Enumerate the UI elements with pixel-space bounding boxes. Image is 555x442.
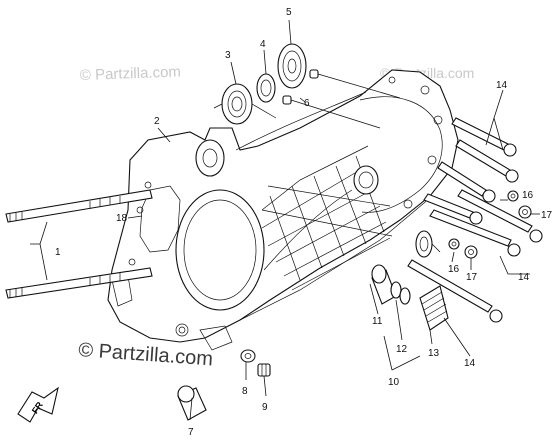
- callout-13: 13: [428, 348, 440, 359]
- dowel-pins-6: [282, 69, 401, 129]
- front-direction-badge: FR: [17, 386, 59, 423]
- washer-bolts-16-17: [448, 190, 532, 259]
- bearing-5: [277, 43, 307, 89]
- callout-6: 6: [304, 98, 310, 109]
- part-7-bushing: [177, 385, 207, 421]
- callout-4: 4: [260, 39, 266, 50]
- part-8-washer: [240, 349, 256, 363]
- oil-seal: [415, 230, 441, 258]
- watermark-bottom: © Partzilla.com: [78, 339, 214, 370]
- bearing-3: [213, 83, 277, 125]
- callout-18: 18: [116, 213, 128, 224]
- callout-14-bottom: 14: [464, 358, 476, 369]
- callout-labels: 1 2 3 4 5 6 7 8 9 10 11 12 13 14 14 14 1…: [55, 7, 553, 438]
- callout-16-lower: 16: [448, 264, 460, 275]
- part-11-sleeve: [371, 264, 397, 305]
- callout-5: 5: [286, 7, 292, 18]
- callout-9: 9: [262, 402, 268, 413]
- callout-2: 2: [154, 116, 160, 127]
- callout-1: 1: [55, 247, 61, 258]
- watermark-top: © Partzilla.com: [80, 63, 182, 84]
- callout-17-upper: 17: [541, 210, 553, 221]
- callout-11: 11: [372, 316, 383, 327]
- callout-14-right: 14: [518, 272, 530, 283]
- part-9-plug: [257, 363, 271, 377]
- bearing-4: [256, 73, 276, 103]
- stud-bolts: [5, 189, 153, 299]
- callout-16-upper: 16: [522, 190, 534, 201]
- callout-3: 3: [225, 50, 231, 61]
- callout-8: 8: [242, 386, 248, 397]
- callout-14-top: 14: [496, 80, 508, 91]
- callout-7: 7: [188, 427, 194, 438]
- bolts-14-group: [407, 117, 543, 323]
- leader-lines: [30, 19, 540, 421]
- callout-12: 12: [396, 344, 408, 355]
- callout-10: 10: [388, 377, 400, 388]
- callout-17-lower: 17: [466, 272, 478, 283]
- part-13-spring: [419, 285, 449, 331]
- part-12-orings: [390, 281, 411, 305]
- crankcase-left-half: [107, 69, 459, 351]
